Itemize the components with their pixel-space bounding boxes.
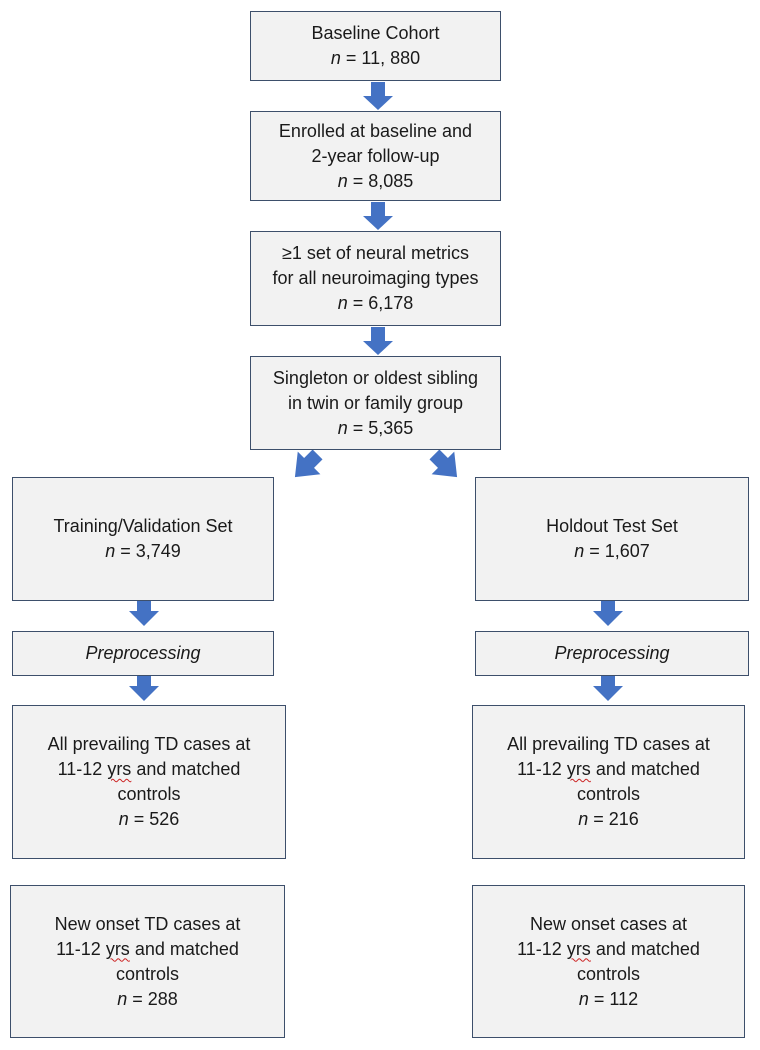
arrow-down-right-1 xyxy=(593,601,623,626)
neural-line2: for all neuroimaging types xyxy=(272,268,479,288)
holdout-title: Holdout Test Set xyxy=(546,516,678,536)
prevail-right-line1: All prevailing TD cases at xyxy=(507,734,710,754)
prevail-right-line3: controls xyxy=(576,784,641,804)
enrolled-line1: Enrolled at baseline and xyxy=(278,120,473,141)
arrow-down-1 xyxy=(363,82,393,110)
preprocessing-right-label: Preprocessing xyxy=(554,643,670,663)
baseline-title: Baseline Cohort xyxy=(311,23,440,43)
training-n: n = 3,749 xyxy=(105,541,181,561)
holdout-set-box: Holdout Test Set n = 1,607 xyxy=(475,477,749,601)
arrow-down-2 xyxy=(363,202,393,230)
singleton-line1: Singleton or oldest sibling xyxy=(272,367,479,388)
preprocessing-right-box: Preprocessing xyxy=(475,631,749,676)
onset-left-line2: 11-12 yrs and matched xyxy=(56,938,239,959)
arrow-down-right-2 xyxy=(593,676,623,701)
onset-right-line1: New onset cases at xyxy=(529,913,688,934)
onset-right-n: n = 112 xyxy=(578,988,639,1009)
holdout-n: n = 1,607 xyxy=(574,541,650,561)
onset-right-line2: 11-12 yrs and matched xyxy=(517,938,700,959)
training-set-box: Training/Validation Set n = 3,749 xyxy=(12,477,274,601)
arrow-diag-left xyxy=(294,449,323,478)
singleton-box: Singleton or oldest sibling in twin or f… xyxy=(250,356,501,450)
arrow-down-left-1 xyxy=(129,601,159,626)
neural-metrics-box: ≥1 set of neural metrics for all neuroim… xyxy=(250,231,501,326)
singleton-n: n = 5,365 xyxy=(337,417,414,438)
prevail-left-n: n = 526 xyxy=(118,809,180,829)
new-onset-left-box: New onset TD cases at 11-12 yrs and matc… xyxy=(10,885,285,1038)
enrolled-box: Enrolled at baseline and 2-year follow-u… xyxy=(250,111,501,201)
arrow-down-3 xyxy=(363,327,393,355)
prevailing-left-box: All prevailing TD cases at 11-12 yrs and… xyxy=(12,705,286,859)
onset-left-line1: New onset TD cases at xyxy=(54,913,241,934)
enrolled-n: n = 8,085 xyxy=(337,170,414,191)
onset-left-n: n = 288 xyxy=(117,988,178,1009)
prevail-left-line2: 11-12 yrs and matched xyxy=(57,759,241,779)
prevail-left-line1: All prevailing TD cases at xyxy=(47,734,251,754)
prevailing-right-box: All prevailing TD cases at 11-12 yrs and… xyxy=(472,705,745,859)
neural-line1: ≥1 set of neural metrics xyxy=(282,243,469,263)
singleton-line2: in twin or family group xyxy=(287,392,464,413)
preprocessing-left-label: Preprocessing xyxy=(85,643,201,663)
arrow-down-left-2 xyxy=(129,676,159,701)
baseline-n: n = 11, 880 xyxy=(330,48,421,68)
preprocessing-left-box: Preprocessing xyxy=(12,631,274,676)
prevail-right-n: n = 216 xyxy=(578,809,639,829)
onset-right-line3: controls xyxy=(576,963,641,984)
arrow-diag-right xyxy=(429,449,458,478)
enrolled-line2: 2-year follow-up xyxy=(311,145,440,166)
onset-left-line3: controls xyxy=(115,963,180,984)
training-title: Training/Validation Set xyxy=(53,516,233,536)
prevail-right-line2: 11-12 yrs and matched xyxy=(517,759,700,779)
baseline-cohort-box: Baseline Cohort n = 11, 880 xyxy=(250,11,501,81)
prevail-left-line3: controls xyxy=(117,784,181,804)
neural-n: n = 6,178 xyxy=(337,293,414,313)
new-onset-right-box: New onset cases at 11-12 yrs and matched… xyxy=(472,885,745,1038)
